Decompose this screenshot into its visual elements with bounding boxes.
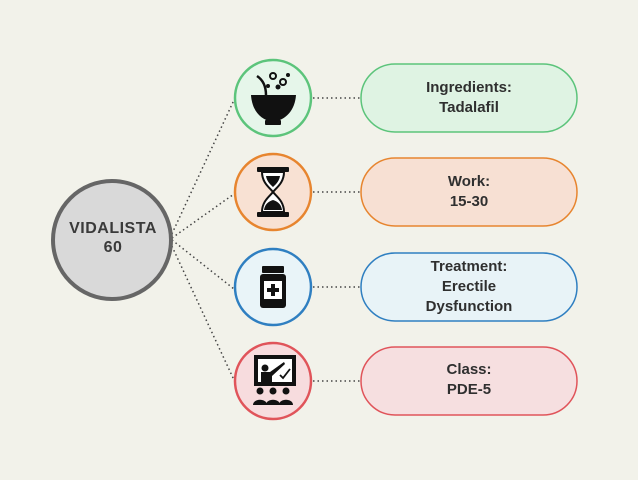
connector-line [171,239,235,290]
ingredients-heading: Ingredients: [426,79,512,96]
pill-ingredients [360,63,578,133]
connector-line [169,241,235,381]
class-value: PDE-5 [446,381,492,398]
medicine-bottle-icon [260,266,286,308]
center-title-line-1: VIDALISTA [69,220,157,237]
pill-treatment [360,252,578,322]
center-node [51,179,173,301]
ingredients-text: Ingredients: Tadalafil [361,78,577,118]
treatment-value-line-2: Dysfunction [425,298,513,315]
ingredients-value: Tadalafil [439,99,499,116]
work-text: Work: 15-30 [361,172,577,212]
pill-work [360,157,578,227]
presentation-icon [253,355,296,405]
connector-line [171,193,235,239]
pill-class [360,346,578,416]
work-value: 15-30 [449,193,489,210]
bowl-icon [251,72,296,125]
connector-line [169,99,235,239]
class-text: Class: PDE-5 [361,360,577,400]
treatment-heading: Treatment: [430,258,508,275]
center-title-line-2: 60 [103,239,123,256]
work-heading: Work: [447,173,491,190]
hourglass-icon [257,167,289,217]
treatment-text: Treatment: Erectile Dysfunction [361,257,577,317]
class-heading: Class: [446,361,492,378]
treatment-value-line-1: Erectile [441,278,497,295]
center-node-label: VIDALISTA 60 [53,219,173,257]
